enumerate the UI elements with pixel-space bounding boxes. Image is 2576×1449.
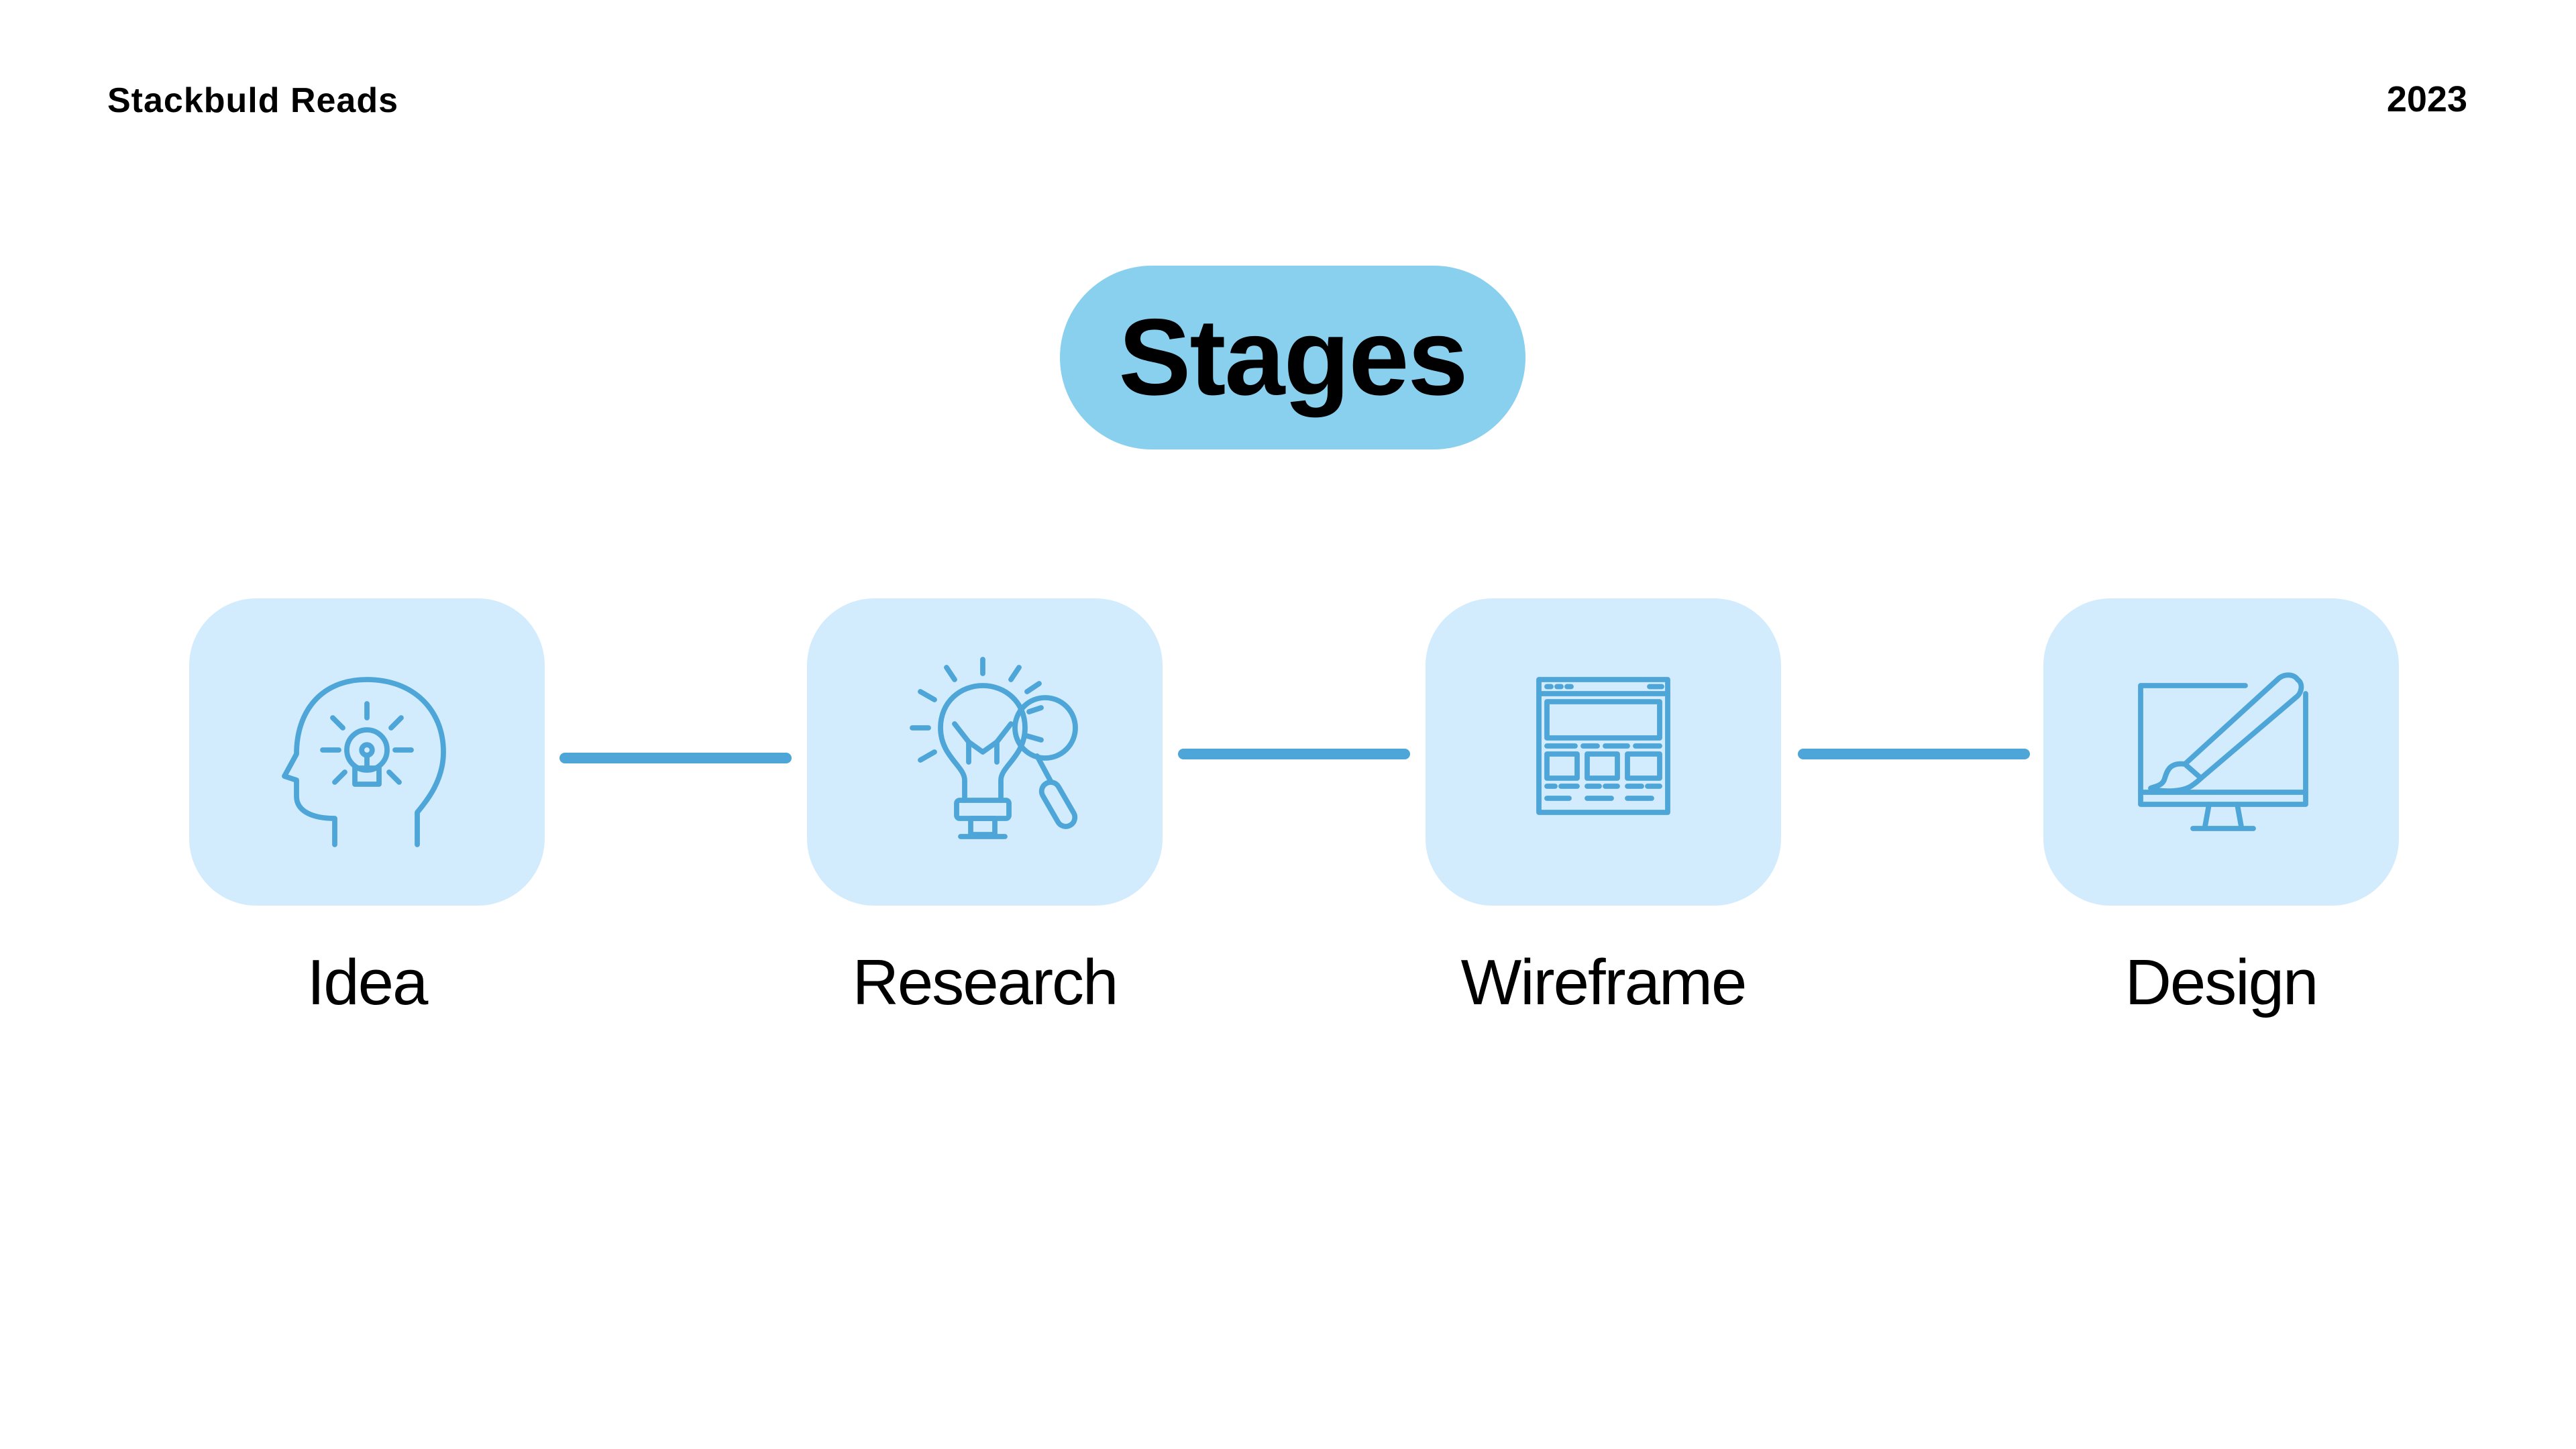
- stage-card-wireframe: [1426, 598, 1781, 906]
- stage-card-design: [2043, 598, 2399, 906]
- monitor-paintbrush-icon: [2138, 672, 2308, 831]
- connector-line-3: [1798, 749, 2030, 759]
- lightbulb-magnifier-icon: [910, 657, 1078, 839]
- stage-label-research: Research: [852, 947, 1119, 1018]
- connector-line-1: [559, 753, 792, 763]
- connector-line-2: [1178, 749, 1410, 759]
- stage-label-design: Design: [2125, 947, 2319, 1018]
- diagram-title: Stages: [1118, 297, 1468, 418]
- brand-name: Stackbuld Reads: [107, 81, 399, 120]
- stage-label-idea: Idea: [307, 947, 429, 1018]
- year-label: 2023: [2386, 79, 2467, 119]
- title-pill: Stages: [1060, 266, 1525, 449]
- wireframe-browser-icon: [1536, 677, 1670, 815]
- stage-card-idea: [189, 598, 545, 906]
- stage-card-research: [807, 598, 1163, 906]
- head-lightbulb-icon: [282, 677, 446, 847]
- stage-label-wireframe: Wireframe: [1460, 947, 1748, 1018]
